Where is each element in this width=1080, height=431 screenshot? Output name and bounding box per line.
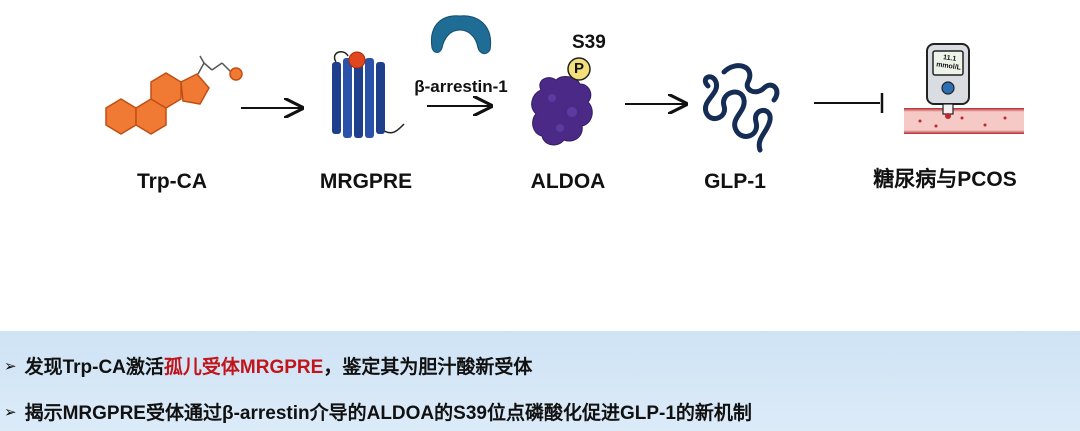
- summary-item-2-text: 揭示MRGPRE受体通过β-arrestin介导的ALDOA的S39位点磷酸化促…: [24, 403, 752, 424]
- node-label-trp-ca: Trp-CA: [137, 170, 207, 193]
- summary-item-1: ➢ 发现Trp-CA激活 孤儿受体MRGPRE ，鉴定其为胆汁酸新受体: [4, 352, 532, 379]
- phosphate-letter: P: [573, 60, 584, 77]
- beta-arrestin-label: β-arrestin-1: [414, 77, 508, 96]
- node-label-aldoa: ALDOA: [530, 170, 606, 193]
- mrgpre-receptor-icon: [332, 51, 405, 138]
- bullet-arrow-icon: ➢: [4, 403, 17, 421]
- node-label-mrgpre: MRGPRE: [319, 170, 413, 193]
- bullet-arrow-icon: ➢: [4, 357, 17, 375]
- summary-item-1-prefix: 发现Trp-CA激活: [24, 357, 164, 378]
- summary-item-1-suffix: ，鉴定其为胆汁酸新受体: [323, 357, 533, 378]
- summary-item-2: ➢ 揭示MRGPRE受体通过β-arrestin介导的ALDOA的S39位点磷酸…: [4, 398, 752, 425]
- inhibition-arrow: [814, 93, 884, 113]
- glucose-meter-icon: [904, 43, 1024, 134]
- phospho-site-label: S39: [572, 32, 606, 53]
- trp-ca-molecule-icon: [105, 55, 243, 135]
- pathway-artwork: [105, 15, 1024, 153]
- pathway-diagram: S39 P β-arrestin-1 11.1 mmol/L Trp-CA MR…: [105, 15, 1024, 193]
- summary-panel: ➢ 发现Trp-CA激活 孤儿受体MRGPRE ，鉴定其为胆汁酸新受体 ➢ 揭示…: [0, 331, 1080, 431]
- phosphate-icon: [567, 57, 591, 81]
- beta-arrestin-icon: [430, 15, 492, 55]
- aldoa-protein-icon: [531, 57, 593, 146]
- glp1-peptide-icon: [702, 63, 780, 153]
- summary-item-1-highlight: 孤儿受体MRGPRE: [163, 357, 324, 378]
- node-label-disease: 糖尿病与PCOS: [873, 168, 1017, 191]
- node-label-glp1: GLP-1: [704, 170, 766, 193]
